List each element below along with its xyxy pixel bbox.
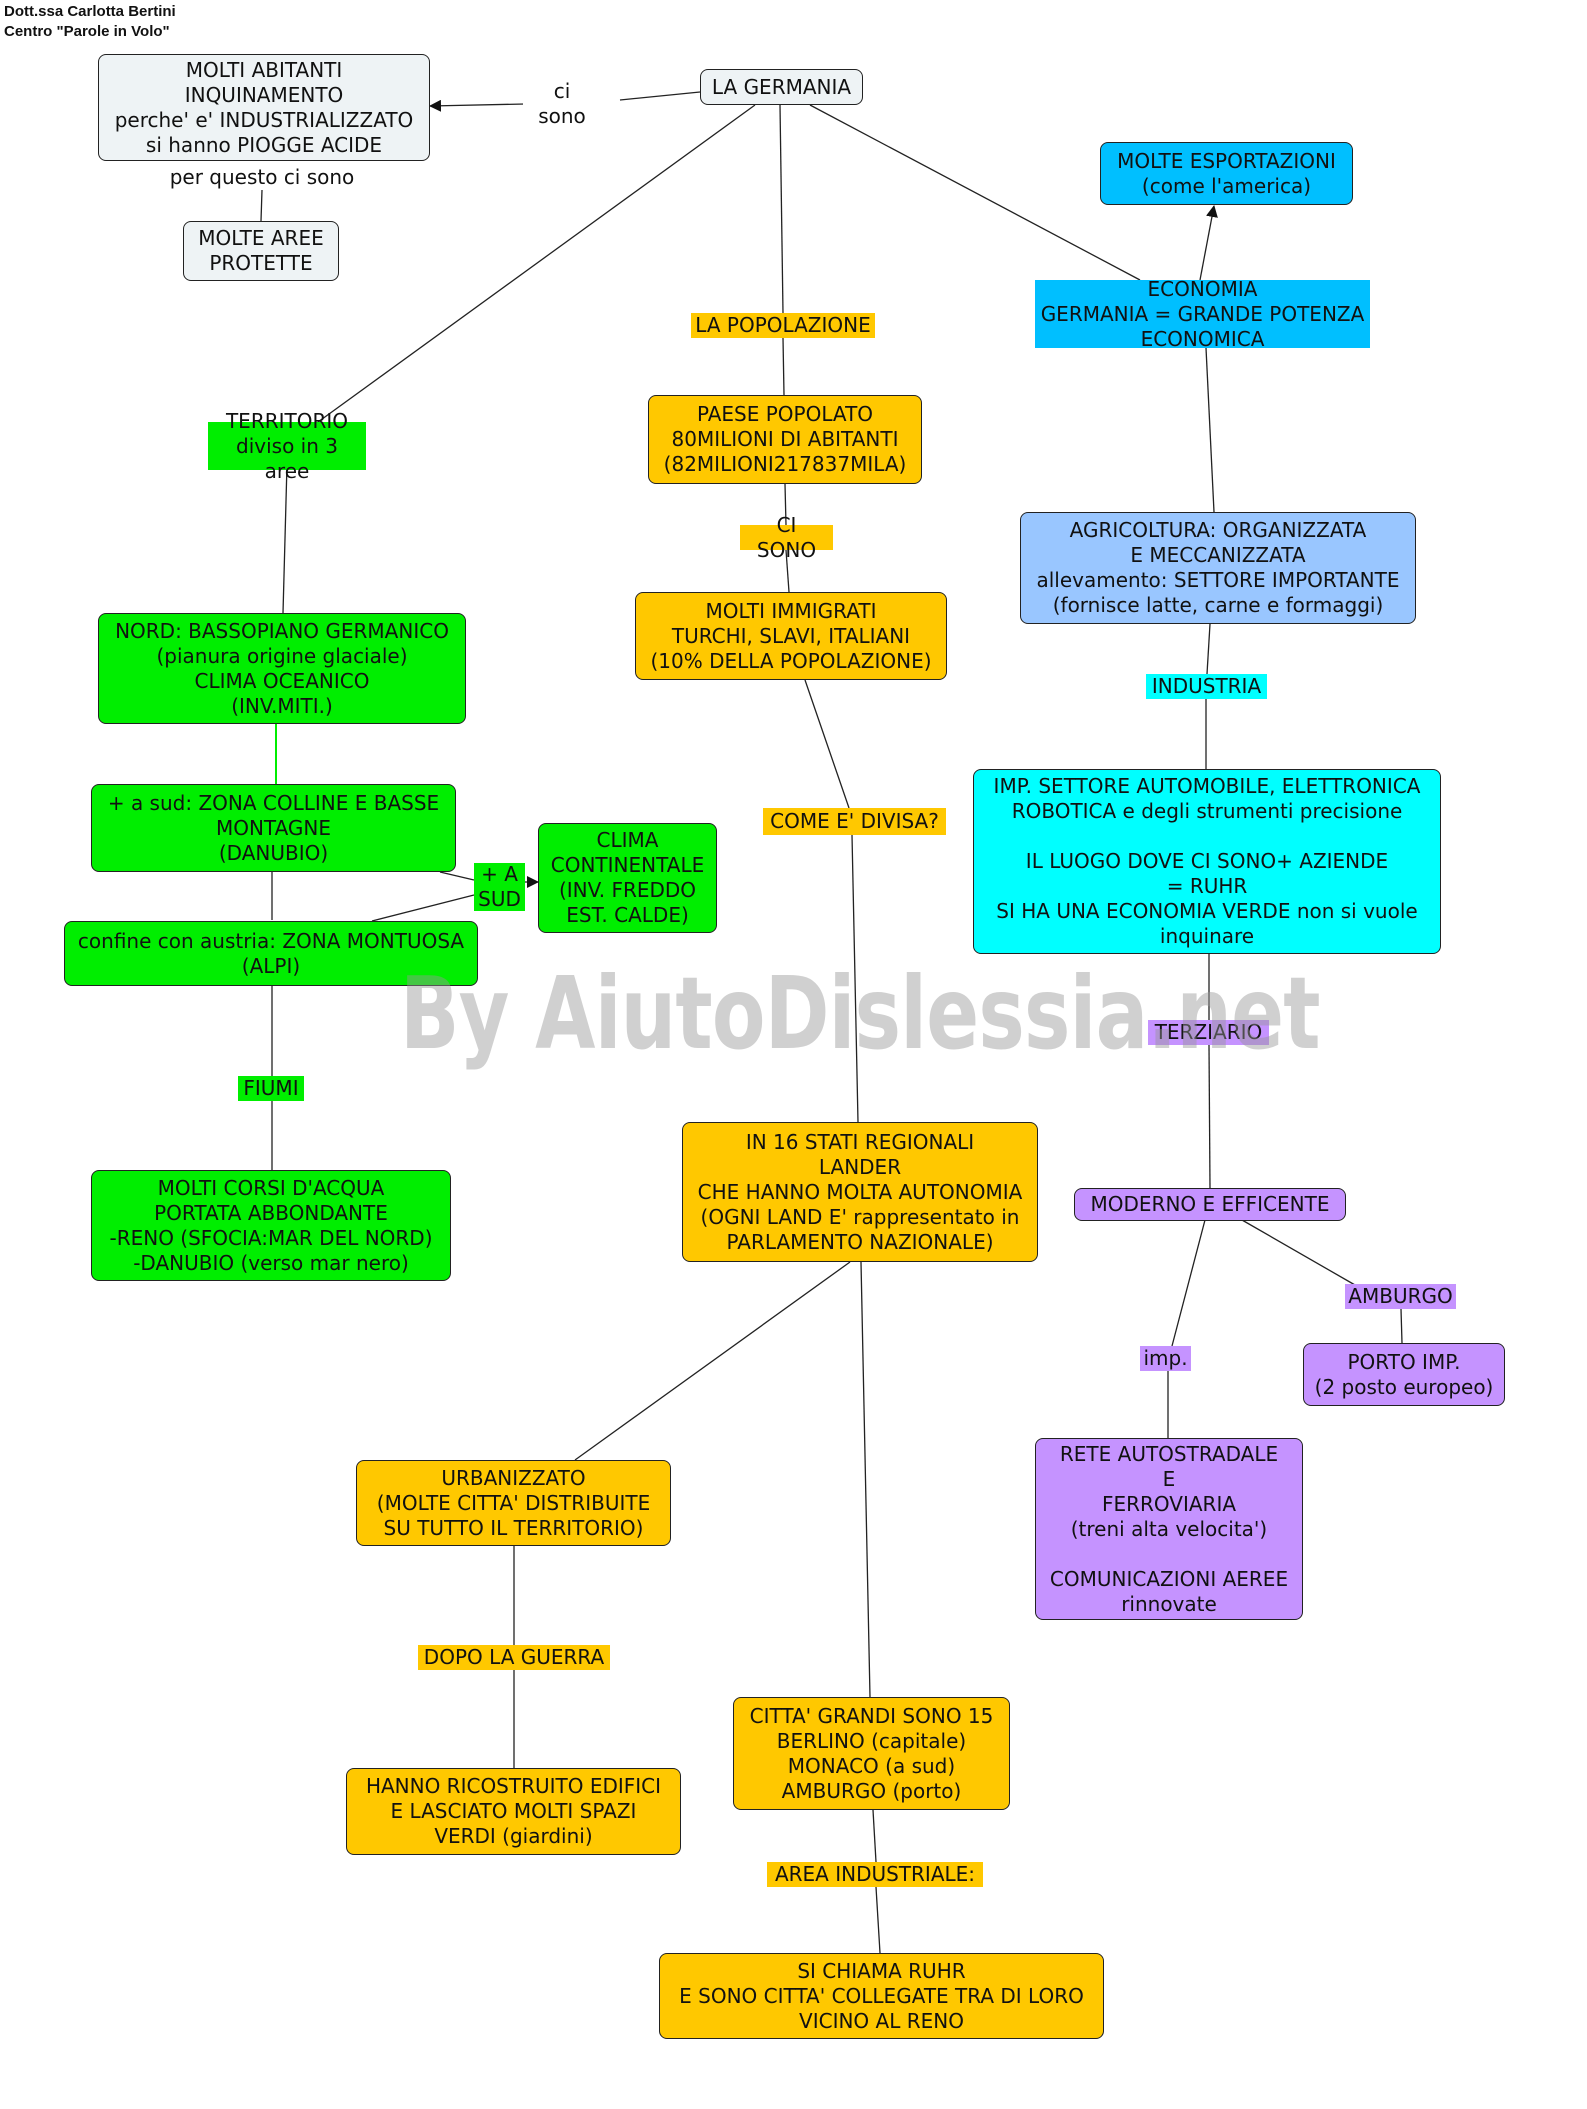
node-urbanizzato[interactable]: URBANIZZATO (MOLTE CITTA' DISTRIBUITE SU… — [356, 1460, 671, 1546]
node-esportazioni[interactable]: MOLTE ESPORTAZIONI (come l'america) — [1100, 142, 1353, 205]
node-germania[interactable]: LA GERMANIA — [700, 69, 863, 105]
line-divisa-stati — [851, 834, 859, 1123]
node-sud[interactable]: + a sud: ZONA COLLINE E BASSE MONTAGNE (… — [91, 784, 456, 872]
node-rete[interactable]: RETE AUTOSTRADALE E FERROVIARIA (treni a… — [1035, 1438, 1303, 1620]
line-economia-agricoltura — [1205, 347, 1215, 513]
line-sud-asud — [439, 871, 475, 881]
line-area-ruhr — [875, 1886, 881, 1954]
line-germania-economia — [809, 104, 1141, 281]
label-popolazione: LA POPOLAZIONE — [691, 313, 875, 338]
node-stati-regionali[interactable]: IN 16 STATI REGIONALI LANDER CHE HANNO M… — [682, 1122, 1038, 1262]
line-germania-cisono — [619, 91, 701, 101]
node-immigrati[interactable]: MOLTI IMMIGRATI TURCHI, SLAVI, ITALIANI … — [635, 592, 947, 680]
line-territorio-nord — [282, 463, 288, 614]
line-cisono-abitanti — [429, 99, 526, 112]
line-economia-esportazioni — [1199, 205, 1218, 281]
node-citta-grandi[interactable]: CITTA' GRANDI SONO 15 BERLINO (capitale)… — [733, 1697, 1010, 1810]
label-ci-sono-popolazione: CI SONO — [740, 513, 833, 562]
node-clima-continentale[interactable]: CLIMA CONTINENTALE (INV. FREDDO EST. CAL… — [538, 823, 717, 933]
label-dopo-guerra: DOPO LA GUERRA — [418, 1645, 610, 1670]
label-fiumi: FIUMI — [238, 1076, 304, 1101]
node-aree-protette[interactable]: MOLTE AREE PROTETTE — [183, 221, 339, 281]
line-abitanti-aree — [260, 189, 263, 222]
node-imp-settore[interactable]: IMP. SETTORE AUTOMOBILE, ELETTRONICA ROB… — [973, 769, 1441, 954]
label-a-sud: + A SUD — [474, 862, 525, 911]
label-amburgo: AMBURGO — [1345, 1284, 1456, 1309]
node-austria[interactable]: confine con austria: ZONA MONTUOSA (ALPI… — [64, 921, 478, 986]
label-come-divisa: COME E' DIVISA? — [763, 808, 946, 835]
line-stati-citta — [860, 1261, 871, 1698]
line-moderno-amburgo — [1241, 1219, 1356, 1286]
watermark: By AiutoDislessia.net — [400, 955, 1320, 1072]
line-austria-asud — [371, 894, 475, 922]
node-abitanti[interactable]: MOLTI ABITANTI INQUINAMENTO perche' e' I… — [98, 54, 430, 161]
label-economia: ECONOMIA GERMANIA = GRANDE POTENZA ECONO… — [1035, 277, 1370, 351]
node-ricostruito[interactable]: HANNO RICOSTRUITO EDIFICI E LASCIATO MOL… — [346, 1768, 681, 1855]
line-stati-urbanizzato — [574, 1261, 851, 1461]
node-moderno[interactable]: MODERNO E EFFICENTE — [1074, 1188, 1346, 1221]
line-popolazione-paese — [782, 337, 785, 396]
node-nord[interactable]: NORD: BASSOPIANO GERMANICO (pianura orig… — [98, 613, 466, 724]
line-amburgo-porto — [1400, 1308, 1403, 1344]
node-porto[interactable]: PORTO IMP. (2 posto europeo) — [1303, 1343, 1505, 1406]
line-germania-territorio — [317, 104, 756, 423]
line-agricoltura-industria — [1206, 623, 1211, 675]
author-credit: Dott.ssa Carlotta Bertini Centro "Parole… — [4, 2, 176, 42]
line-immigrati-divisa — [804, 679, 850, 809]
node-paese-popolato[interactable]: PAESE POPOLATO 80MILIONI DI ABITANTI (82… — [648, 395, 922, 484]
line-moderno-imp — [1171, 1219, 1206, 1347]
line-cisono-immigrati — [785, 549, 790, 593]
node-corsi-acqua[interactable]: MOLTI CORSI D'ACQUA PORTATA ABBONDANTE -… — [91, 1170, 451, 1281]
node-ruhr[interactable]: SI CHIAMA RUHR E SONO CITTA' COLLEGATE T… — [659, 1953, 1104, 2039]
label-area-industriale: AREA INDUSTRIALE: — [767, 1862, 983, 1887]
author-center: Centro "Parole in Volo" — [4, 23, 170, 40]
line-citta-area — [872, 1809, 877, 1863]
author-name: Dott.ssa Carlotta Bertini — [4, 3, 176, 20]
label-ci-sono: ci sono — [523, 79, 601, 128]
label-territorio: TERRITORIO diviso in 3 aree — [208, 409, 366, 483]
node-agricoltura[interactable]: AGRICOLTURA: ORGANIZZATA E MECCANIZZATA … — [1020, 512, 1416, 624]
label-terziario: TERZIARIO — [1148, 1020, 1269, 1045]
line-terziario-moderno — [1208, 1044, 1211, 1189]
label-industria: INDUSTRIA — [1146, 674, 1267, 699]
label-per-questo: per questo ci sono — [162, 165, 362, 190]
label-imp: imp. — [1140, 1346, 1191, 1371]
line-germania-popolazione — [779, 104, 784, 314]
line-paese-cisono — [784, 483, 787, 526]
